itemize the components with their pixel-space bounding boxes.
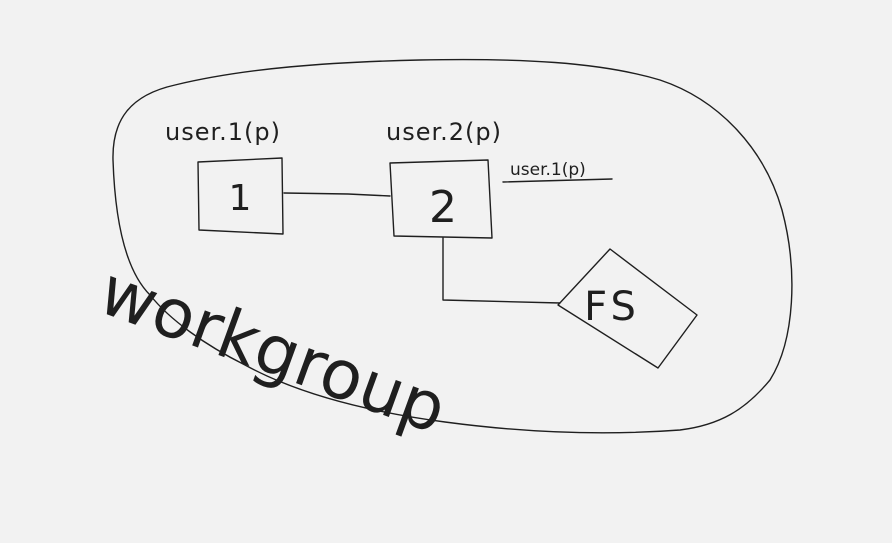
- fs-label: FS: [584, 284, 640, 330]
- node-1-box[interactable]: [197, 157, 284, 235]
- workgroup-label: workgroup: [89, 252, 456, 450]
- node-1-number: 1: [229, 178, 252, 219]
- node-2-user-label: user.2(p): [386, 118, 502, 146]
- link-node2-fs: [442, 237, 561, 304]
- secondary-label-underline: [502, 178, 613, 183]
- link-node1-node2: [283, 192, 391, 197]
- workgroup-boundary: [112, 58, 793, 434]
- node-2-secondary-user-label: user.1(p): [510, 160, 586, 180]
- node-2-number: 2: [429, 182, 457, 233]
- fs-shape[interactable]: [557, 248, 698, 369]
- node-2-box[interactable]: [389, 159, 493, 239]
- node-1-user-label: user.1(p): [165, 118, 281, 146]
